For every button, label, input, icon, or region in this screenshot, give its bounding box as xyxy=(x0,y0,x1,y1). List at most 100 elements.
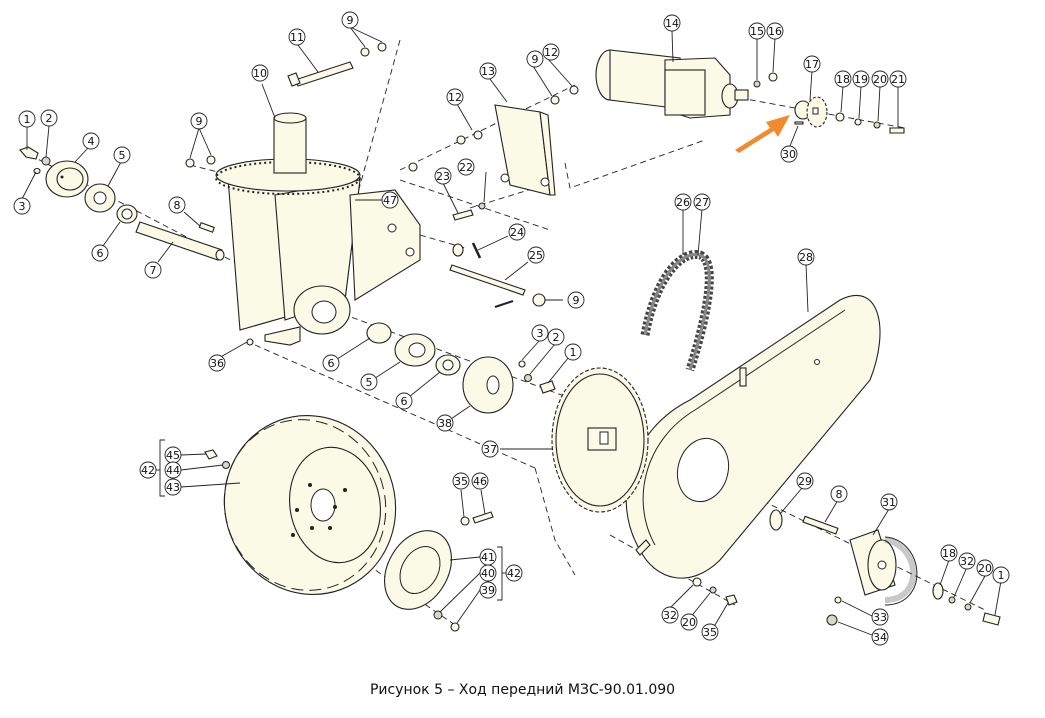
callout-number: 20 xyxy=(978,562,992,575)
callout-circle xyxy=(13,197,31,215)
callout-circle xyxy=(91,244,109,262)
callout-circle xyxy=(834,70,852,88)
callout-circle xyxy=(958,552,976,570)
callout-number: 8 xyxy=(174,199,181,212)
callout-circle xyxy=(452,472,470,490)
callout-number: 38 xyxy=(438,417,452,430)
part-washer xyxy=(408,162,418,172)
part-nut-12 xyxy=(473,130,483,140)
callout-11: 11 xyxy=(288,28,306,46)
callout-8: 8 xyxy=(830,485,848,503)
callout-13: 13 xyxy=(479,62,497,80)
callout-circle xyxy=(889,70,907,88)
callout-9: 9 xyxy=(341,11,359,29)
callout-number: 45 xyxy=(166,449,180,462)
callout-2: 2 xyxy=(547,328,565,346)
callout-number: 35 xyxy=(454,475,468,488)
callout-circle xyxy=(803,55,821,73)
callout-26: 26 xyxy=(674,193,692,211)
callout-number: 33 xyxy=(873,611,887,624)
part-ring-29 xyxy=(769,509,783,531)
callout-number: 9 xyxy=(573,294,580,307)
part-pin-25 xyxy=(449,264,526,296)
callout-number: 42 xyxy=(141,464,155,477)
part-nut-39 xyxy=(450,622,460,632)
callout-number: 32 xyxy=(960,555,974,568)
callout-8: 8 xyxy=(168,196,186,214)
part-chain-26-27 xyxy=(640,250,714,372)
part-ball-33 xyxy=(834,596,842,604)
callout-circle xyxy=(341,11,359,29)
part-grease-fitting-3 xyxy=(33,167,41,175)
callout-number: 34 xyxy=(873,631,887,644)
callout-circle xyxy=(395,392,413,410)
callout-circle xyxy=(564,343,582,361)
callout-30: 30 xyxy=(780,145,798,163)
callout-3: 3 xyxy=(531,324,549,342)
callout-32: 32 xyxy=(958,552,976,570)
callout-number: 44 xyxy=(166,464,180,477)
callout-42: 42 xyxy=(505,564,523,582)
callout-circle xyxy=(830,485,848,503)
callout-47: 47 xyxy=(381,191,399,209)
part-seal-6 xyxy=(435,354,461,376)
callout-number: 2 xyxy=(46,112,53,125)
callout-circle xyxy=(164,478,182,496)
part-nut-16 xyxy=(768,72,778,82)
part-pin-24 xyxy=(471,242,482,259)
callout-number: 4 xyxy=(88,135,95,148)
group-bracket-42-right xyxy=(497,546,503,601)
callout-circle xyxy=(871,608,889,626)
callout-circle xyxy=(674,193,692,211)
callout-circle xyxy=(164,461,182,479)
callout-16: 16 xyxy=(766,22,784,40)
part-washer-32 xyxy=(948,596,956,604)
callout-29: 29 xyxy=(796,472,814,490)
part-bearing-5 xyxy=(84,183,116,213)
callout-18: 18 xyxy=(834,70,852,88)
callout-circle xyxy=(680,613,698,631)
callout-circle xyxy=(796,472,814,490)
callout-number: 25 xyxy=(529,249,543,262)
callout-35: 35 xyxy=(452,472,470,490)
callout-1: 1 xyxy=(18,110,36,128)
callout-circle xyxy=(481,440,499,458)
callout-circle xyxy=(40,109,58,127)
callout-circle xyxy=(436,414,454,432)
callout-number: 9 xyxy=(347,14,354,27)
callout-number: 42 xyxy=(507,567,521,580)
leader-lines xyxy=(21,26,1002,636)
part-kingpin-10 xyxy=(273,112,307,174)
callout-number: 1 xyxy=(24,113,31,126)
callout-circle xyxy=(547,328,565,346)
part-washer-44 xyxy=(222,461,230,469)
callout-circle xyxy=(208,354,226,372)
callout-25: 25 xyxy=(527,246,545,264)
part-cap-4 xyxy=(45,160,89,198)
callout-21: 21 xyxy=(889,70,907,88)
callout-circle xyxy=(797,248,815,266)
callout-5: 5 xyxy=(113,146,131,164)
callout-circle xyxy=(567,291,585,309)
part-spring-34 xyxy=(826,614,838,626)
callout-circle xyxy=(479,62,497,80)
callout-43: 43 xyxy=(164,478,182,496)
callout-3: 3 xyxy=(13,197,31,215)
callout-number: 2 xyxy=(553,331,560,344)
callout-circle xyxy=(871,628,889,646)
callout-circle xyxy=(527,246,545,264)
callout-circle xyxy=(322,354,340,372)
part-washer xyxy=(452,243,464,257)
callout-circle xyxy=(766,22,784,40)
part-bolt-1 xyxy=(539,380,556,394)
callout-38: 38 xyxy=(436,414,454,432)
part-chain-guard-28 xyxy=(625,294,881,579)
callout-circle xyxy=(168,196,186,214)
part-bracket-13 xyxy=(494,104,556,196)
callout-circle xyxy=(479,581,497,599)
part-grease-fitting-3 xyxy=(518,360,526,368)
figure-caption: Рисунок 5 – Ход передний МЗС-90.01.090 xyxy=(369,682,676,698)
part-washer-40 xyxy=(433,610,443,620)
callout-circle xyxy=(505,564,523,582)
callout-circle xyxy=(940,544,958,562)
